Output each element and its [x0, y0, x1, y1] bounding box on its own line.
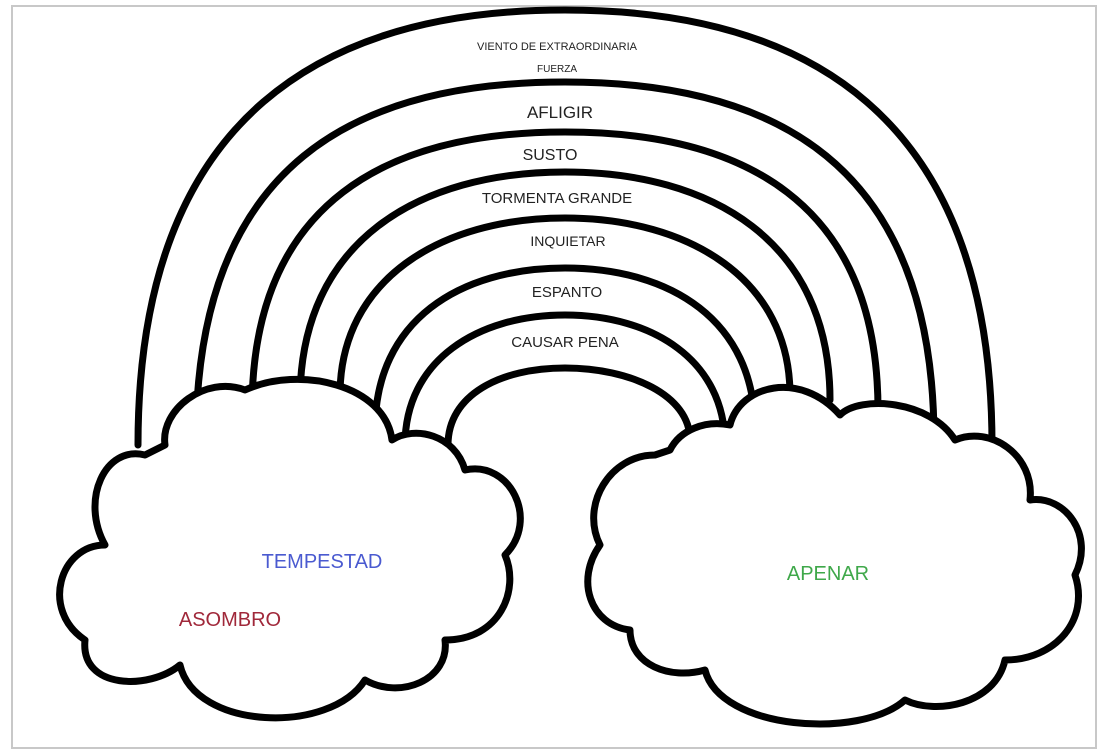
rainbow-arc-8	[444, 364, 694, 449]
rainbow-arcs	[134, 6, 996, 449]
left-cloud-word-asombro: ASOMBRO	[179, 609, 281, 631]
rainbow-arc-2	[192, 78, 938, 444]
cloud-words: TEMPESTAD ASOMBRO APENAR	[179, 551, 869, 631]
rainbow-arc-1	[134, 6, 996, 449]
right-cloud	[584, 384, 1085, 728]
band-1-label-line-2: FUERZA	[537, 64, 577, 75]
band-2-label: AFLIGIR	[527, 103, 593, 122]
right-cloud-word-apenar: APENAR	[787, 563, 869, 585]
rainbow-band-labels: VIENTO DE EXTRAORDINARIA FUERZA AFLIGIR SUS…	[477, 41, 638, 351]
band-7-label: CAUSAR PENA	[511, 334, 619, 351]
left-cloud	[56, 375, 524, 722]
band-6-label: ESPANTO	[532, 284, 602, 301]
rainbow-arc-3	[248, 128, 882, 414]
rainbow-arc-7	[401, 311, 729, 449]
band-4-label: TORMENTA GRANDE	[482, 190, 632, 207]
rainbow-arc-6	[371, 264, 759, 434]
left-cloud-word-tempestad: TEMPESTAD	[262, 551, 383, 573]
rainbow-arc-5	[336, 214, 794, 399]
rainbow-arc-4	[296, 168, 834, 404]
band-3-label: SUSTO	[523, 147, 578, 164]
band-5-label: INQUIETAR	[530, 233, 605, 249]
band-1-label-line-1: VIENTO DE EXTRAORDINARIA	[477, 41, 638, 53]
